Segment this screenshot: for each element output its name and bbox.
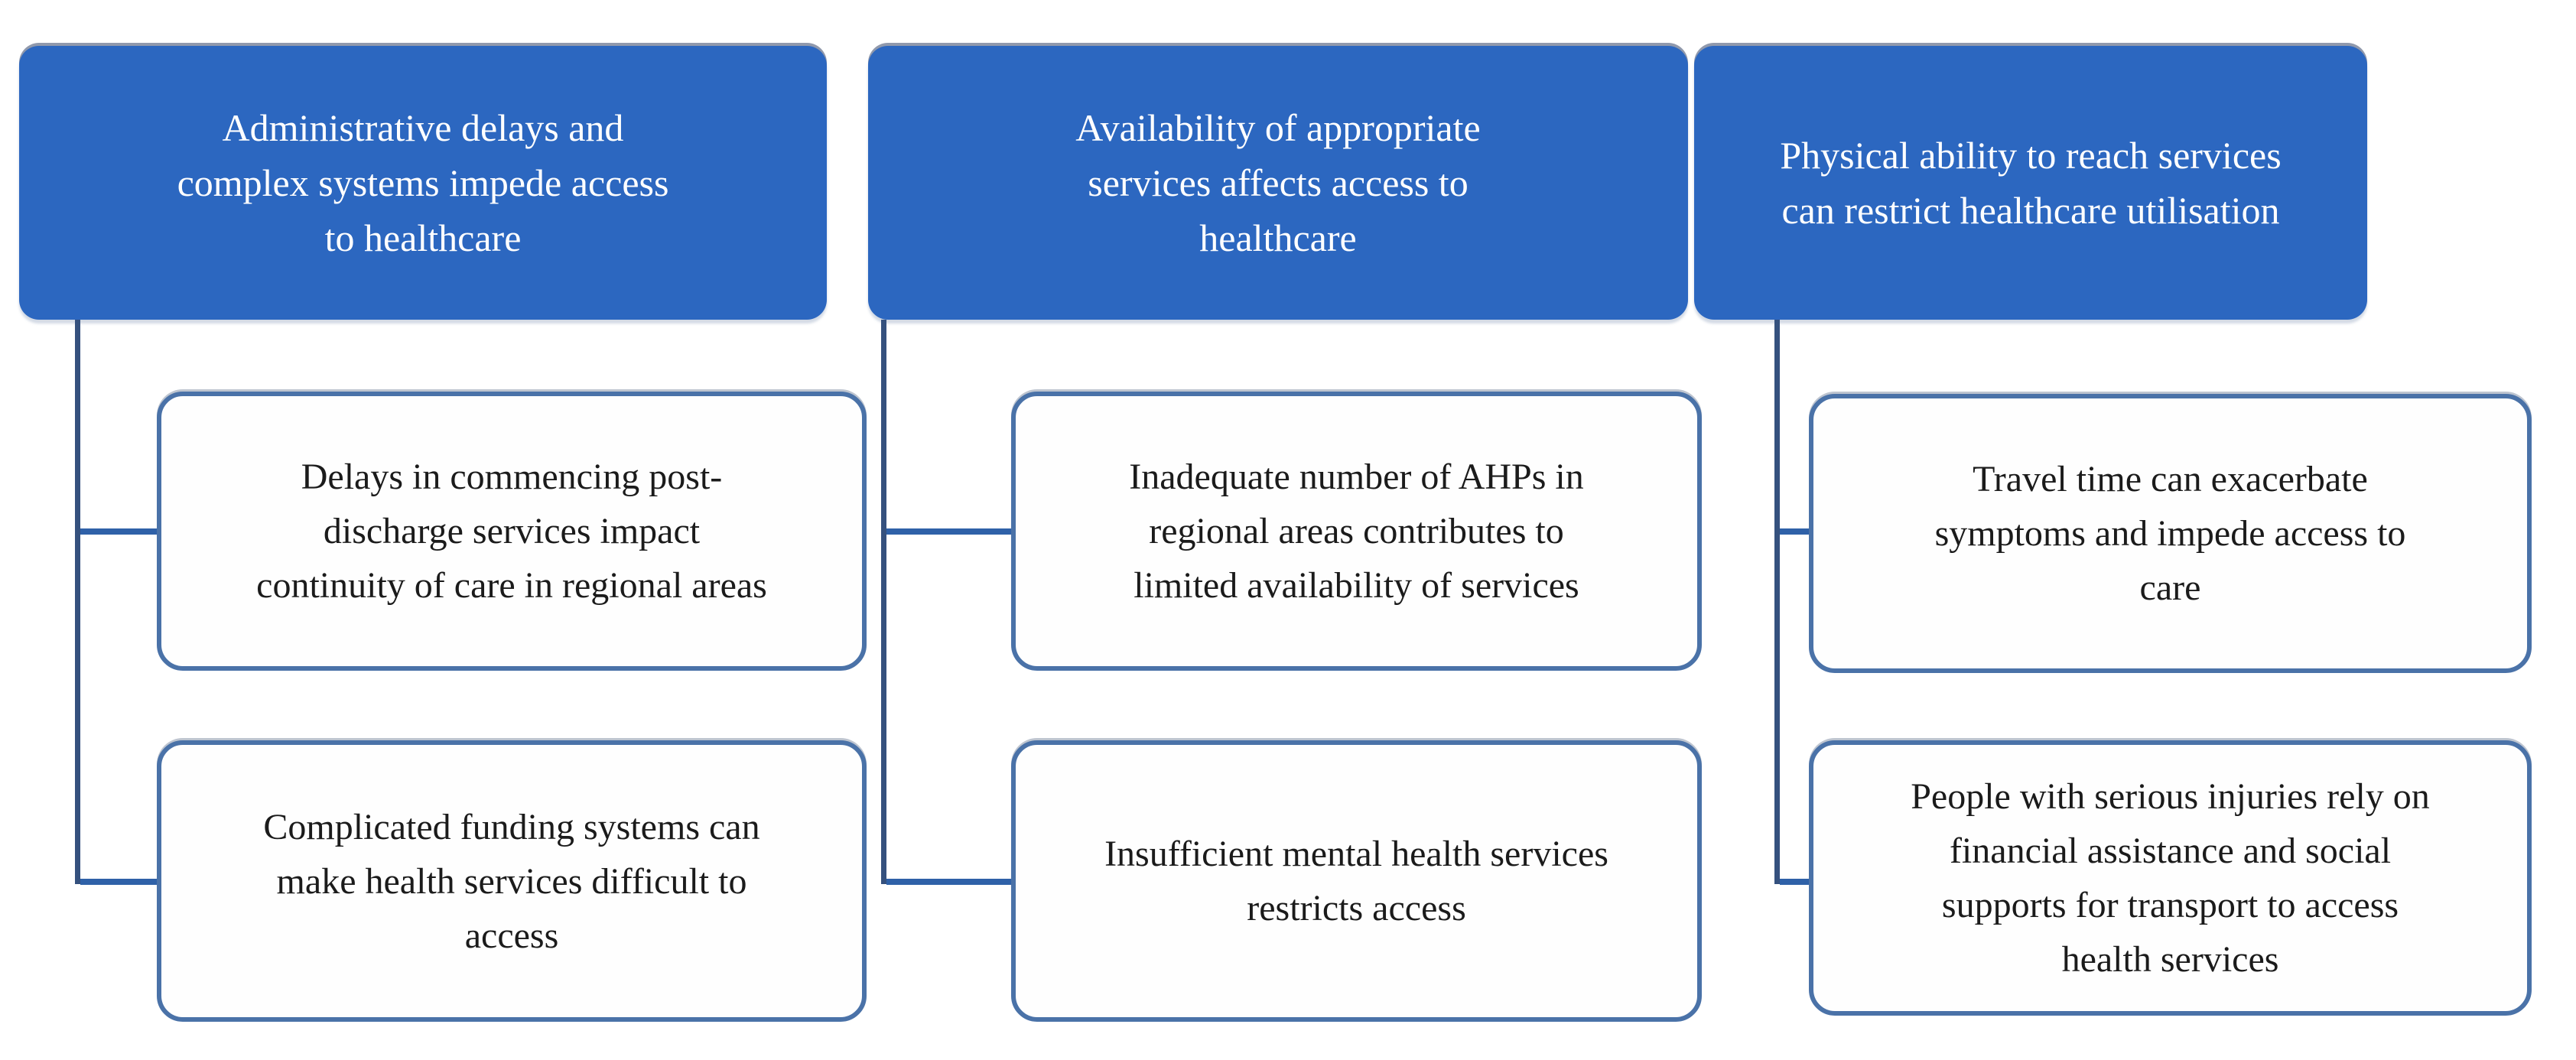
theme-2-subtheme-2-box: Insufficient mental health services rest… bbox=[1011, 740, 1702, 1022]
theme-2-connector-branch-1 bbox=[886, 528, 1011, 535]
theme-2-subtheme-1-text: Inadequate number of AHPs in regional ar… bbox=[1129, 457, 1584, 606]
theme-1-connector-branch-1 bbox=[80, 528, 157, 535]
theme-3-subtheme-1-text: Travel time can exacerbate symptoms and … bbox=[1934, 459, 2406, 608]
theme-2-connector-vertical bbox=[881, 320, 886, 884]
theme-3-connector-branch-2 bbox=[1780, 879, 1809, 885]
theme-1-header-box: Administrative delays and complex system… bbox=[19, 46, 827, 320]
theme-3-connector-branch-1 bbox=[1780, 528, 1809, 535]
theme-1-header-text: Administrative delays and complex system… bbox=[177, 106, 669, 259]
theme-2-header-text: Availability of appropriate services aff… bbox=[1075, 106, 1481, 259]
theme-3-header-text: Physical ability to reach services can r… bbox=[1780, 134, 2282, 232]
theme-1-subtheme-2-text: Complicated funding systems can make hea… bbox=[263, 806, 760, 956]
theme-1-connector-branch-2 bbox=[80, 879, 157, 885]
theme-1-subtheme-2-box: Complicated funding systems can make hea… bbox=[157, 740, 867, 1022]
theme-2-subtheme-2-text: Insufficient mental health services rest… bbox=[1104, 834, 1608, 928]
theme-2-header-box: Availability of appropriate services aff… bbox=[868, 46, 1688, 320]
theme-3-subtheme-2-text: People with serious injuries rely on fin… bbox=[1911, 776, 2430, 980]
theme-3-subtheme-2-box: People with serious injuries rely on fin… bbox=[1809, 740, 2532, 1016]
theme-1-subtheme-1-box: Delays in commencing post- discharge ser… bbox=[157, 392, 867, 671]
theme-3-connector-vertical bbox=[1774, 320, 1780, 884]
theme-1-subtheme-1-text: Delays in commencing post- discharge ser… bbox=[256, 457, 767, 606]
theme-1-connector-vertical bbox=[75, 320, 80, 884]
theme-2-connector-branch-2 bbox=[886, 879, 1011, 885]
theme-2-subtheme-1-box: Inadequate number of AHPs in regional ar… bbox=[1011, 392, 1702, 671]
theme-3-header-box: Physical ability to reach services can r… bbox=[1694, 46, 2367, 320]
theme-3-subtheme-1-box: Travel time can exacerbate symptoms and … bbox=[1809, 394, 2532, 673]
